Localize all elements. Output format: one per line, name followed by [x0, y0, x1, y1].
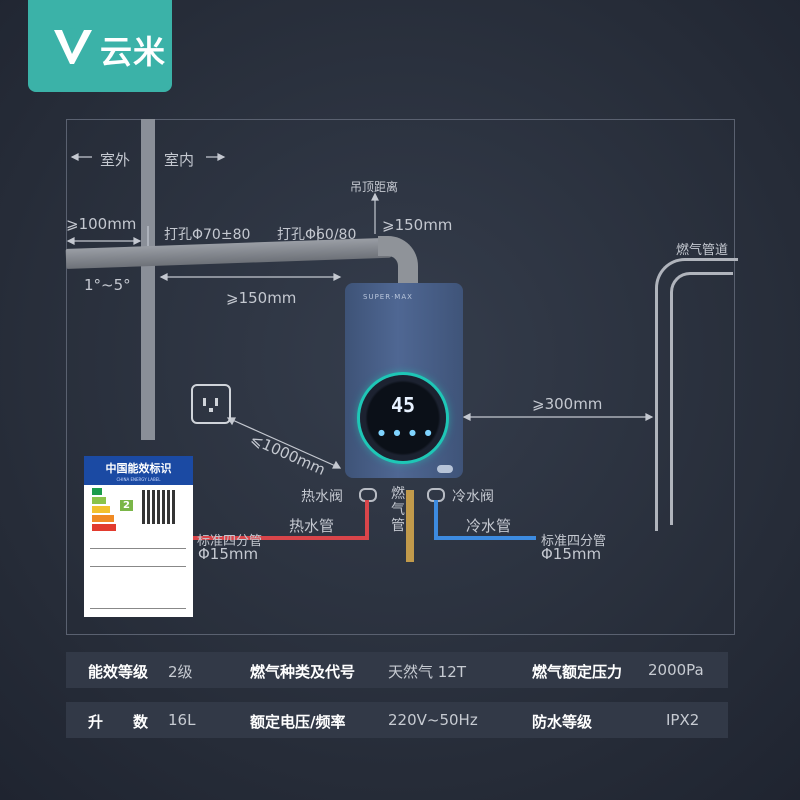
wall-distance-value: ⩾100mm: [66, 215, 137, 233]
side-distance-value: ⩾150mm: [226, 289, 297, 307]
outdoor-label: 室外: [100, 151, 131, 169]
slope-label: 1°~5°: [84, 276, 131, 294]
hole-size-1: 打孔Φ70±80: [164, 227, 251, 243]
gas-pipeline-outer: [655, 258, 738, 531]
ceiling-distance-value: ⩾150mm: [382, 216, 453, 234]
power-socket-icon: [191, 384, 231, 424]
spec-row-1: 能效等级 2级 燃气种类及代号 天然气 12T 燃气额定压力 2000Pa: [66, 652, 728, 688]
spec-key: 防水等级: [532, 713, 593, 731]
spec-key: 能效等级: [88, 663, 149, 681]
wall: [141, 119, 155, 440]
heater-badge: [437, 465, 453, 473]
spec-key: 额定电压/频率: [250, 713, 346, 731]
installation-diagram-frame: [66, 119, 735, 635]
water-heater: SUPER·MAX 45 ● ● ● ●: [345, 283, 463, 478]
energy-grade: 2: [120, 500, 133, 511]
cold-valve-label: 冷水阀: [452, 489, 494, 505]
cold-pipe-label: 冷水管: [466, 517, 512, 535]
spec-value: 天然气 12T: [388, 663, 467, 681]
gas-pipe-label: 燃气管: [391, 486, 405, 534]
spec-value: 2级: [168, 663, 193, 681]
ceiling-distance-label: 吊顶距离: [350, 180, 399, 194]
spec-value: 16L: [168, 711, 196, 729]
energy-label-subtitle: CHINA ENERGY LABEL: [84, 477, 193, 485]
brand-name: 云米: [100, 33, 167, 71]
std-pipe-right-label: 标准四分管: [541, 534, 607, 549]
spec-value: 2000Pa: [648, 661, 704, 679]
spec-key: 升 数: [88, 713, 149, 731]
spec-key: 燃气额定压力: [532, 663, 623, 681]
right-distance-value: ⩾300mm: [532, 395, 603, 413]
energy-label: 中国能效标识 CHINA ENERGY LABEL 2: [84, 456, 193, 617]
label-divider: [90, 548, 186, 549]
control-buttons: ● ● ● ●: [378, 428, 435, 437]
heater-brand: SUPER·MAX: [363, 293, 413, 301]
gas-pipe: [406, 490, 414, 562]
std-pipe-right-size: Φ15mm: [541, 545, 602, 563]
brand-logo: 云米: [28, 0, 172, 92]
control-dial: 45 ● ● ● ●: [360, 375, 446, 461]
hot-valve-label: 热水阀: [301, 489, 343, 505]
label-divider: [90, 608, 186, 609]
energy-label-title: 中国能效标识: [84, 456, 193, 477]
hot-pipe-label: 热水管: [289, 517, 335, 535]
yunmi-logo-icon: [54, 28, 92, 64]
gas-pipeline-inner: [670, 272, 733, 525]
gas-pipeline-label: 燃气管道: [676, 243, 729, 258]
spec-value: IPX2: [666, 711, 700, 729]
spec-value: 220V~50Hz: [388, 711, 478, 729]
std-pipe-left-label: 标准四分管: [197, 534, 263, 549]
label-divider: [90, 566, 186, 567]
std-pipe-left-size: Φ15mm: [198, 545, 259, 563]
energy-grade-bars: [92, 488, 116, 532]
spec-row-2: 升 数 16L 额定电压/频率 220V~50Hz 防水等级 IPX2: [66, 702, 728, 738]
temperature-display: 45: [390, 393, 416, 417]
spec-key: 燃气种类及代号: [250, 663, 356, 681]
indoor-label: 室内: [164, 151, 195, 169]
qr-code-icon: [142, 490, 176, 524]
